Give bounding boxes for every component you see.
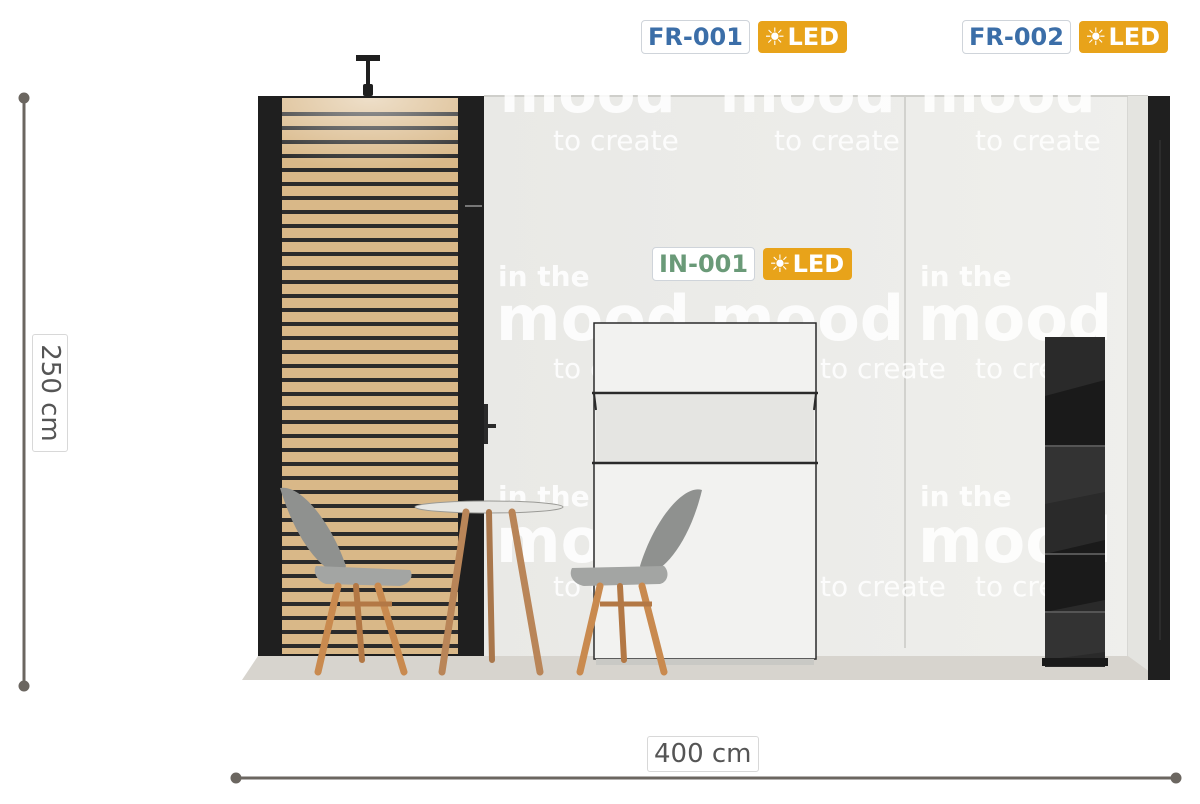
floor [242, 656, 1170, 680]
wood-slat-gap [282, 616, 458, 620]
chair-left [280, 487, 412, 676]
wood-slat-gap [282, 350, 458, 354]
display-counter [592, 322, 818, 665]
sun-icon: ☀ [769, 250, 791, 278]
led-badge: ☀LED [1078, 21, 1169, 53]
wood-slat-gap [282, 546, 458, 550]
wall-graphic-line3: to create [774, 124, 900, 157]
wood-slat-gap [282, 196, 458, 200]
wood-slat-gap [282, 182, 458, 186]
wall-graphic-line3: to create [553, 124, 679, 157]
height-label: 250 cm [32, 334, 68, 452]
wall-graphic-line3: to create [820, 352, 946, 385]
wood-slat-gap [282, 630, 458, 634]
wall-graphic-line2: mood [500, 61, 675, 126]
brochure-stand [1042, 337, 1108, 667]
wood-slat-gap [282, 210, 458, 214]
wood-slat-gap [282, 266, 458, 270]
width-label: 400 cm [647, 736, 759, 772]
wood-slat-gap [282, 560, 458, 564]
tag-code: FR-001 [641, 20, 750, 54]
wall-graphic-line1: in the [920, 260, 1012, 293]
wood-slat-gap [282, 420, 458, 424]
side-wall [1128, 96, 1150, 672]
wood-slat-gap [282, 406, 458, 410]
wood-slat-gap [282, 518, 458, 522]
wood-slat-gap [282, 644, 458, 648]
tag-code: FR-002 [962, 20, 1071, 54]
wall-graphic-line3: to create [975, 124, 1101, 157]
tag-in-001: IN-001 ☀LED [652, 247, 853, 281]
led-badge: ☀LED [757, 21, 848, 53]
wood-slat-gap [282, 224, 458, 228]
wall-graphic-line1: in the [498, 260, 590, 293]
wood-slat-gap [282, 448, 458, 452]
bistro-table [414, 500, 564, 676]
wall-graphic-line2: mood [920, 61, 1095, 126]
wood-slat-gap [282, 462, 458, 466]
wood-slat-gap [282, 476, 458, 480]
wood-slat-gap [282, 588, 458, 592]
spotlight-glow [282, 98, 458, 178]
led-badge: ☀LED [763, 248, 853, 280]
tag-code: IN-001 [652, 247, 756, 281]
sun-icon: ☀ [763, 23, 786, 51]
sun-icon: ☀ [1084, 23, 1107, 51]
wood-slat-gap [282, 294, 458, 298]
tag-fr-001: FR-001 ☀LED [641, 20, 848, 54]
tag-fr-002: FR-002 ☀LED [962, 20, 1169, 54]
wood-slat-gap [282, 238, 458, 242]
wood-slat-gap [282, 434, 458, 438]
wall-graphic-line1: in the [920, 480, 1012, 513]
wood-slat-gap [282, 504, 458, 508]
wood-slat-gap [282, 280, 458, 284]
right-frame-post [1148, 96, 1170, 680]
wood-slat-gap [282, 490, 458, 494]
wood-slat-gap [282, 308, 458, 312]
width-dimension-line [230, 772, 1182, 784]
wood-slat-gap [282, 392, 458, 396]
wood-slat-gap [282, 532, 458, 536]
wood-slat-gap [282, 252, 458, 256]
wall-graphic-line2: mood [720, 61, 895, 126]
wall-graphic-line3: to create [820, 570, 946, 603]
wood-slat-gap [282, 378, 458, 382]
chair-right [570, 489, 702, 676]
wood-slat-gap [282, 322, 458, 326]
height-dimension-line [18, 92, 30, 692]
door-handle [484, 424, 496, 428]
wood-slat-gap [282, 336, 458, 340]
wood-slat-gap [282, 364, 458, 368]
spotlight-icon [356, 55, 380, 96]
